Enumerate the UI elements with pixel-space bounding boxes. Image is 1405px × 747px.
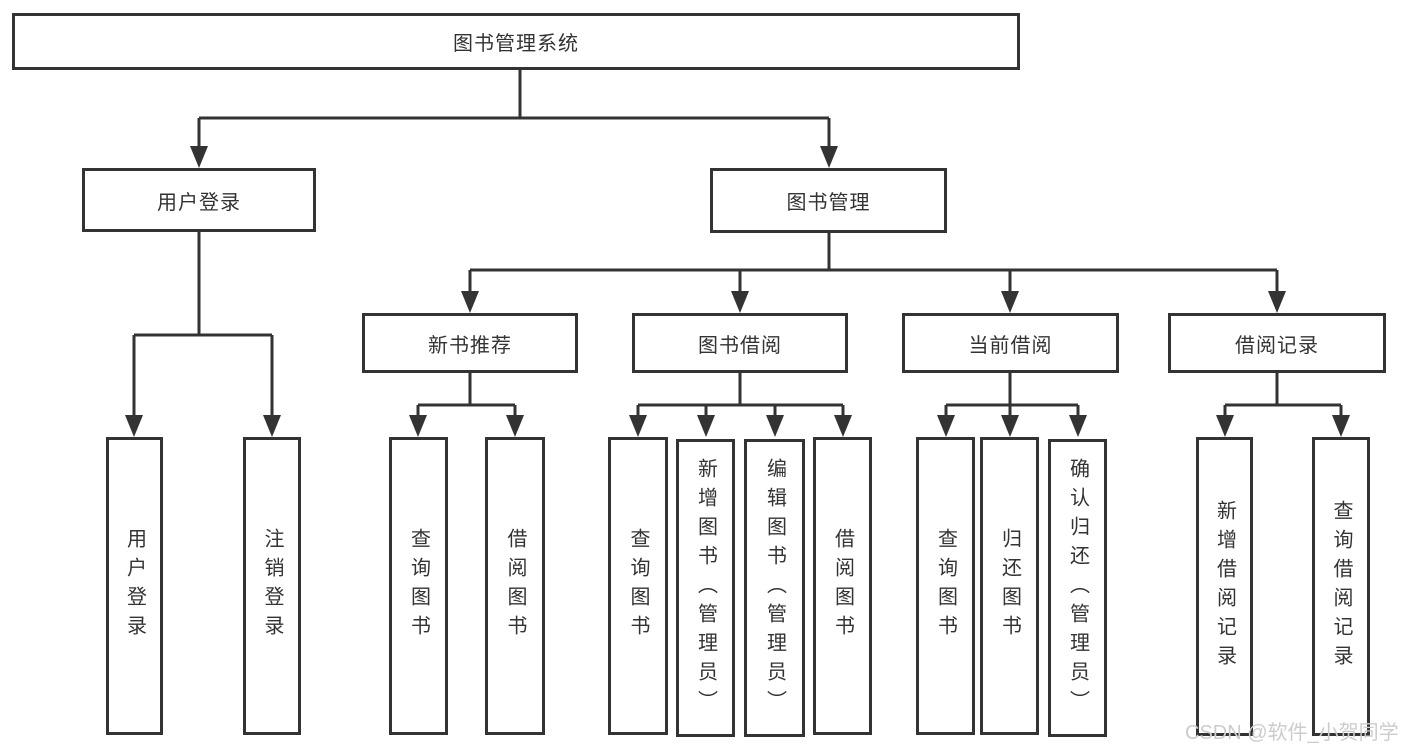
- node-root: 图书管理系统: [12, 13, 1020, 70]
- leaf-logout-label: 注销登录: [261, 528, 283, 644]
- leaf-edit-book-admin-label: 编辑图书（管理员）: [763, 457, 786, 719]
- leaf-query-book-1: 查询图书: [389, 437, 448, 735]
- node-book-borrow: 图书借阅: [632, 313, 848, 373]
- connector-paths: [132, 70, 1343, 418]
- leaf-borrow-book-2: 借阅图书: [813, 437, 872, 735]
- leaf-user-login-label: 用户登录: [123, 528, 146, 644]
- leaf-return-book-label: 归还图书: [998, 528, 1021, 644]
- node-new-book-recommend-label: 新书推荐: [428, 334, 512, 357]
- leaf-add-borrow-record: 新增借阅记录: [1196, 437, 1253, 736]
- leaf-logout: 注销登录: [243, 437, 301, 735]
- leaf-user-login: 用户登录: [106, 437, 163, 735]
- node-current-borrow: 当前借阅: [902, 313, 1119, 373]
- node-root-label: 图书管理系统: [453, 33, 579, 55]
- leaf-add-book-admin-label: 新增图书（管理员）: [694, 457, 717, 719]
- node-current-borrow-label: 当前借阅: [968, 334, 1053, 357]
- node-book-management-label: 图书管理: [786, 192, 871, 214]
- leaf-query-borrow-record-label: 查询借阅记录: [1330, 499, 1352, 674]
- leaf-borrow-book-1-label: 借阅图书: [504, 528, 526, 644]
- leaf-query-book-1-label: 查询图书: [407, 528, 430, 644]
- leaf-confirm-return-admin: 确认归还（管理员）: [1048, 439, 1107, 737]
- leaf-query-book-2-label: 查询图书: [627, 528, 649, 644]
- connector-arrowheads: [125, 146, 1350, 437]
- node-book-management: 图书管理: [710, 168, 947, 233]
- node-new-book-recommend: 新书推荐: [362, 313, 578, 373]
- leaf-borrow-book-1: 借阅图书: [485, 437, 545, 735]
- leaf-add-borrow-record-label: 新增借阅记录: [1213, 499, 1236, 674]
- node-borrow-record: 借阅记录: [1168, 313, 1386, 373]
- leaf-add-book-admin: 新增图书（管理员）: [676, 439, 735, 737]
- node-user-login: 用户登录: [82, 168, 316, 232]
- watermark: CSDN @软件_小贺同学: [1185, 722, 1399, 744]
- leaf-query-borrow-record: 查询借阅记录: [1312, 437, 1370, 736]
- leaf-query-book-3: 查询图书: [916, 437, 975, 735]
- leaf-query-book-3-label: 查询图书: [934, 528, 957, 644]
- leaf-confirm-return-admin-label: 确认归还（管理员）: [1066, 457, 1089, 719]
- leaf-edit-book-admin: 编辑图书（管理员）: [744, 439, 805, 737]
- leaf-query-book-2: 查询图书: [608, 437, 668, 735]
- node-borrow-record-label: 借阅记录: [1235, 334, 1319, 357]
- leaf-borrow-book-2-label: 借阅图书: [831, 528, 854, 644]
- leaf-return-book: 归还图书: [980, 437, 1039, 735]
- node-book-borrow-label: 图书借阅: [698, 334, 782, 357]
- node-user-login-label: 用户登录: [157, 191, 241, 214]
